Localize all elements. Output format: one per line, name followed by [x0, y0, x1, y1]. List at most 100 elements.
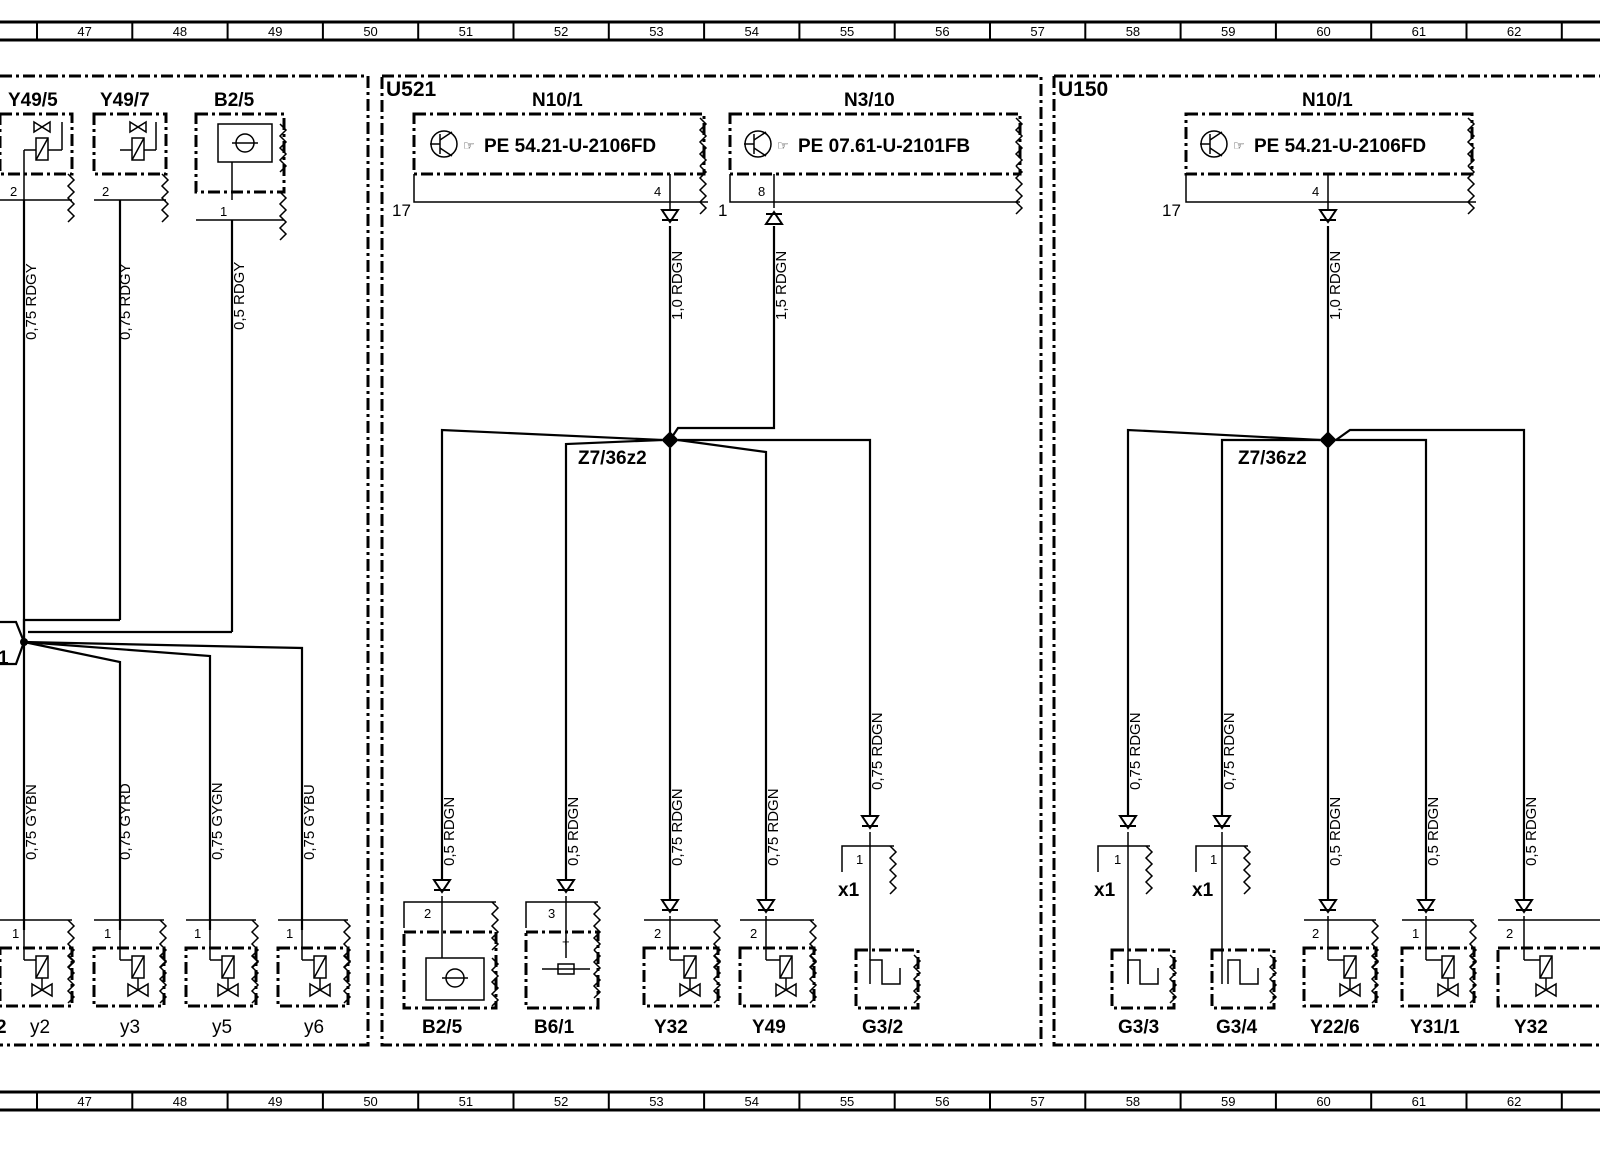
svg-text:1: 1: [12, 926, 19, 941]
component-label-b6-1: B6/1: [534, 1017, 575, 1038]
bottom-grid-number: 49: [268, 1094, 282, 1109]
section-title-u521: U521: [386, 78, 437, 101]
svg-text:0,5 RDGN: 0,5 RDGN: [1425, 797, 1442, 866]
top-grid-number: 53: [649, 24, 663, 39]
bottom-grid-number: 59: [1221, 1094, 1235, 1109]
component-g3-2: 1 x1 G3/2: [838, 815, 921, 1038]
top-grid-number: 54: [745, 24, 759, 39]
svg-text:2: 2: [102, 184, 109, 199]
svg-text:3: 3: [548, 906, 555, 921]
svg-text:0,75 GYRD: 0,75 GYRD: [117, 783, 134, 860]
bottom-grid-number: 51: [459, 1094, 473, 1109]
component-label-y32-u521: Y32: [654, 1017, 688, 1038]
svg-text:+: +: [562, 934, 570, 949]
top-grid-number: 59: [1221, 24, 1235, 39]
left-section: Y49/5 2 Y49/7 2 B2/5 1: [0, 90, 351, 1038]
module-ref-n10-1-u150: PE 54.21-U-2106FD: [1254, 136, 1426, 157]
svg-text:0,75 RDGN: 0,75 RDGN: [669, 788, 686, 866]
component-label-y6: y6: [304, 1017, 324, 1038]
bottom-grid-number: 48: [173, 1094, 187, 1109]
connector-x1: x1: [1192, 880, 1214, 901]
component-y6: 1 y6: [276, 919, 351, 1038]
module-ref-n3-10: PE 07.61-U-2101FB: [798, 136, 970, 157]
valve-icon: [33, 120, 51, 134]
hand-pointer-icon: ☞: [777, 138, 789, 153]
top-grid-number: 47: [77, 24, 91, 39]
bottom-grid-number: 61: [1412, 1094, 1426, 1109]
svg-text:2: 2: [1312, 926, 1319, 941]
module-ref-n10-1-u521: PE 54.21-U-2106FD: [484, 136, 656, 157]
component-label-y49: Y49: [752, 1017, 786, 1038]
bottom-grid-number: 56: [935, 1094, 949, 1109]
svg-text:4: 4: [654, 184, 661, 199]
bottom-grid-number: 57: [1030, 1094, 1044, 1109]
pulse-icon: [1127, 959, 1159, 985]
section-frame-u150: U150: [1052, 74, 1600, 1047]
svg-text:1: 1: [856, 852, 863, 867]
module-box-n10-1-u150: [1184, 112, 1474, 176]
svg-text:0,75 RDGN: 0,75 RDGN: [869, 712, 886, 790]
bottom-grid-number: 52: [554, 1094, 568, 1109]
component-label-g3-3: G3/3: [1118, 1017, 1159, 1038]
connector-x1: x1: [838, 880, 860, 901]
svg-text:0,5 RDGN: 0,5 RDGN: [565, 797, 582, 866]
svg-text:1,0 RDGN: 1,0 RDGN: [669, 251, 686, 320]
hand-pointer-icon: ☞: [1233, 138, 1245, 153]
top-grid-number: 62: [1507, 24, 1521, 39]
component-label-b2-5: B2/5: [422, 1017, 463, 1038]
component-label-y3: y3: [120, 1017, 140, 1038]
section-title-u150: U150: [1058, 78, 1108, 101]
top-grid-number: 60: [1316, 24, 1330, 39]
component-g3-4: 1 x1 G3/4: [1192, 815, 1277, 1038]
svg-text:0,75 GYGN: 0,75 GYGN: [209, 782, 226, 860]
top-grid-number: 51: [459, 24, 473, 39]
bottom-grid-number: 53: [649, 1094, 663, 1109]
top-grid-number: 57: [1030, 24, 1044, 39]
component-y32-u150: 2 Y32: [1496, 899, 1600, 1038]
component-label-y49-7: Y49/7: [100, 90, 150, 111]
component-label-g3-4: G3/4: [1216, 1017, 1258, 1038]
component-label-y49-5: Y49/5: [8, 90, 58, 111]
svg-text:1: 1: [718, 201, 727, 220]
svg-text:0,75 RDGN: 0,75 RDGN: [1127, 712, 1144, 790]
component-box-y49-7: [92, 112, 168, 176]
svg-text:2: 2: [654, 926, 661, 941]
svg-text:1: 1: [220, 204, 227, 219]
svg-text:0,5 RDGN: 0,5 RDGN: [1327, 797, 1344, 866]
module-label-n3-10: N3/10: [844, 90, 895, 111]
svg-text:0,5 RDGN: 0,5 RDGN: [441, 797, 458, 866]
component-y5: 1 y5: [184, 919, 259, 1038]
svg-text:2: 2: [750, 926, 757, 941]
component-label-y32-u150: Y32: [1514, 1017, 1548, 1038]
svg-text:2: 2: [10, 184, 17, 199]
svg-text:0,75 RDGN: 0,75 RDGN: [765, 788, 782, 866]
u150-section: N10/1 ☞ PE 54.21-U-2106FD 17 4 1,0 RDGN …: [1094, 90, 1600, 1038]
svg-text:0,75 RDGY: 0,75 RDGY: [23, 263, 40, 340]
svg-text:1: 1: [194, 926, 201, 941]
section-frame-left: [0, 74, 370, 1047]
svg-text:Z7/36z2: Z7/36z2: [1238, 448, 1307, 469]
svg-text:1: 1: [0, 648, 9, 669]
bottom-grid-number: 50: [363, 1094, 377, 1109]
component-y31-1: 1 Y31/1: [1400, 899, 1477, 1038]
hand-pointer-icon: ☞: [463, 138, 475, 153]
svg-text:1,5 RDGN: 1,5 RDGN: [773, 251, 790, 320]
svg-text:17: 17: [392, 201, 411, 220]
component-label-y5: y5: [212, 1017, 232, 1038]
svg-text:1: 1: [286, 926, 293, 941]
component-label-y2: y2: [30, 1017, 50, 1038]
svg-text:1,0 RDGN: 1,0 RDGN: [1327, 251, 1344, 320]
module-label-n10-1-u521: N10/1: [532, 90, 583, 111]
splice-z7-36z2-u150: Z7/36z2: [1238, 431, 1337, 469]
svg-text:4: 4: [1312, 184, 1319, 199]
bottom-grid-number: 58: [1126, 1094, 1140, 1109]
bottom-grid-number: 62: [1507, 1094, 1521, 1109]
svg-text:2: 2: [0, 1017, 7, 1038]
svg-text:2: 2: [1506, 926, 1513, 941]
component-y22-6: 2 Y22/6: [1302, 899, 1379, 1038]
section-frame-u521: U521: [380, 74, 1043, 1047]
component-y2: 1 2 y2: [0, 919, 75, 1038]
svg-text:0,75 GYBN: 0,75 GYBN: [23, 784, 40, 860]
